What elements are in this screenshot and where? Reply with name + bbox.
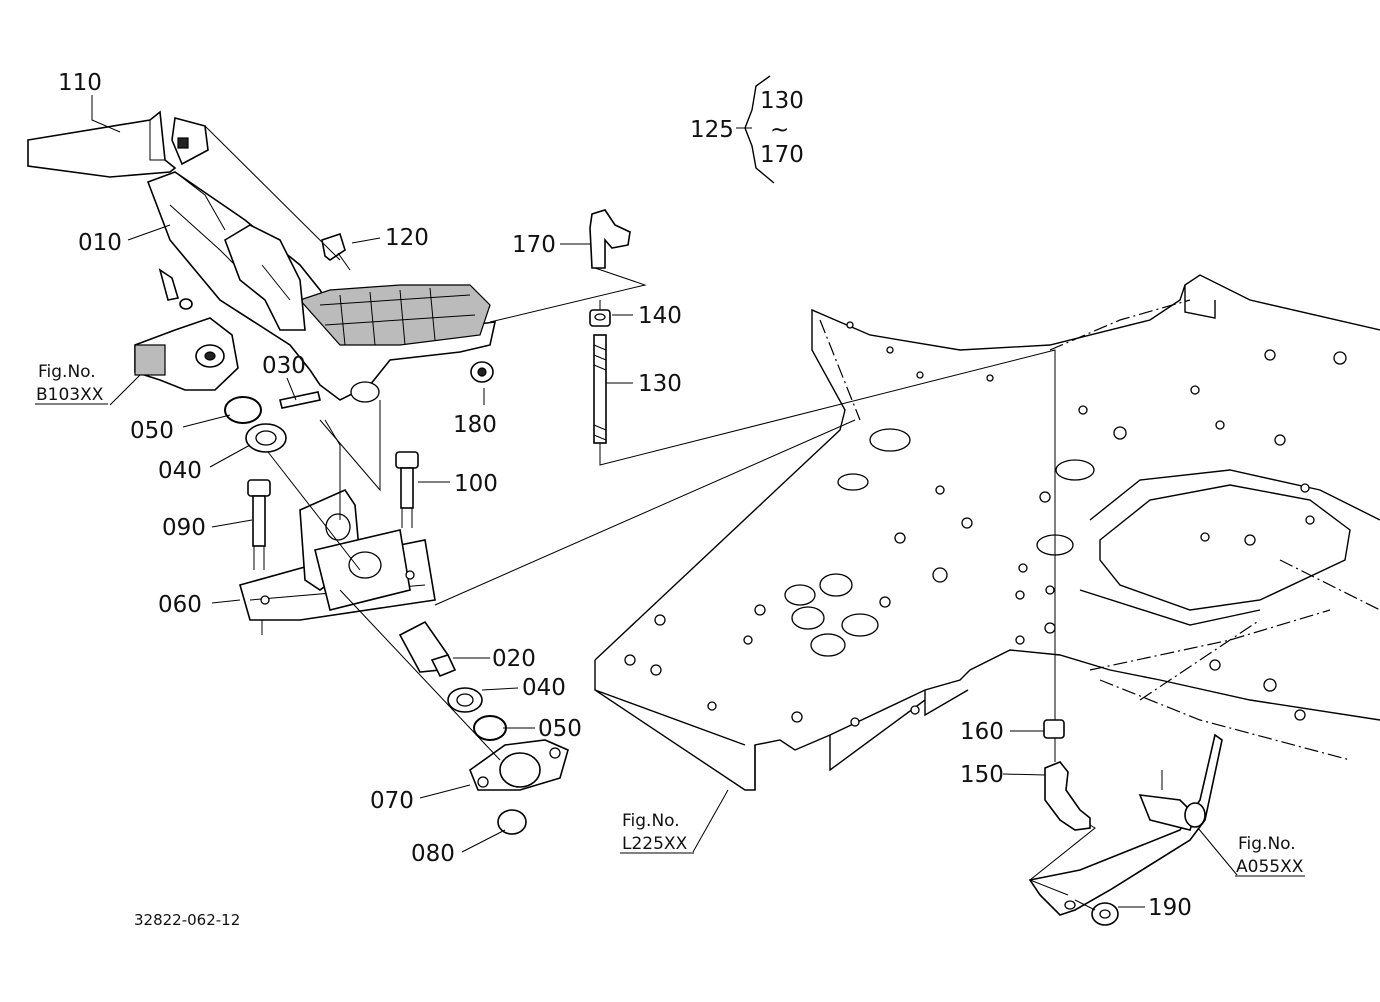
pedal-tread bbox=[298, 284, 491, 346]
callout-160: 160 bbox=[960, 719, 1004, 745]
drawing-number: 32822-062-12 bbox=[134, 911, 240, 929]
callout-050-upper: 050 bbox=[130, 418, 174, 444]
callout-120: 120 bbox=[385, 225, 429, 251]
callout-140: 140 bbox=[638, 303, 682, 329]
fig-ref-l225-label: Fig.No. bbox=[622, 811, 680, 831]
part-callouts: 110 010 120 170 140 130 030 180 050 040 … bbox=[58, 70, 1192, 921]
assembly-range-start: 130 bbox=[760, 88, 804, 114]
callout-080: 080 bbox=[411, 841, 455, 867]
pedal-assembly bbox=[27, 110, 1223, 926]
cover-plate-110 bbox=[27, 110, 177, 178]
drawing-number-text: 32822-062-12 bbox=[134, 911, 240, 929]
ball-joint-150 bbox=[1044, 761, 1091, 831]
callout-050-lower: 050 bbox=[538, 716, 582, 742]
callout-030: 030 bbox=[262, 353, 306, 379]
fig-ref-a055-code: A055XX bbox=[1236, 857, 1304, 877]
fig-ref-a055-label: Fig.No. bbox=[1238, 834, 1296, 854]
callout-110: 110 bbox=[58, 70, 102, 96]
assembly-range-separator: ~ bbox=[770, 117, 789, 143]
callout-060: 060 bbox=[158, 592, 202, 618]
fig-ref-b103-label: Fig.No. bbox=[38, 362, 96, 382]
callout-130: 130 bbox=[638, 371, 682, 397]
fig-ref-l225-code: L225XX bbox=[622, 834, 688, 854]
callout-100: 100 bbox=[454, 471, 498, 497]
floor-frame bbox=[594, 274, 1380, 791]
callout-070: 070 bbox=[370, 788, 414, 814]
explode-lines bbox=[204, 125, 1096, 911]
assembly-range-end: 170 bbox=[760, 142, 804, 168]
fig-ref-b103: Fig.No. B103XX bbox=[35, 362, 141, 406]
callout-010: 010 bbox=[78, 230, 122, 256]
callout-170: 170 bbox=[512, 232, 556, 258]
assembly-group-125: 125 130 ~ 170 bbox=[690, 75, 804, 184]
callout-040-lower: 040 bbox=[522, 675, 566, 701]
callout-180: 180 bbox=[453, 412, 497, 438]
fig-ref-b103-code: B103XX bbox=[36, 385, 104, 405]
fig-ref-l225: Fig.No. L225XX bbox=[620, 789, 729, 854]
assembly-number-125: 125 bbox=[690, 117, 734, 143]
fig-ref-a055: Fig.No. A055XX bbox=[1197, 827, 1305, 877]
callout-090: 090 bbox=[162, 515, 206, 541]
callout-040-upper: 040 bbox=[158, 458, 202, 484]
frame-bolt-holes bbox=[624, 321, 1347, 727]
callout-190: 190 bbox=[1148, 895, 1192, 921]
callout-020: 020 bbox=[492, 646, 536, 672]
callout-150: 150 bbox=[960, 762, 1004, 788]
elbow-fitting-170 bbox=[589, 209, 631, 269]
